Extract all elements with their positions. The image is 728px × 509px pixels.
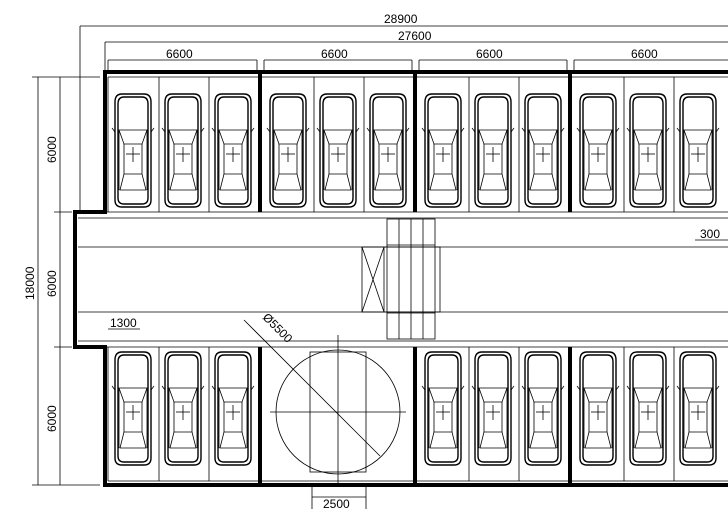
parking-space-bottom-1-1 <box>111 351 155 466</box>
dimension-total-width-label: 28900 <box>384 12 418 26</box>
parking-space-top-4-3 <box>673 77 720 212</box>
parking-space-bottom-4-3 <box>673 347 720 481</box>
parking-space-bottom-4-2 <box>623 347 670 481</box>
car-icon <box>211 93 255 208</box>
parking-spaces <box>111 77 720 481</box>
car-icon <box>471 93 515 208</box>
parking-space-top-1-2 <box>158 77 205 212</box>
bay-width-label-2: 6600 <box>321 47 348 61</box>
parking-space-bottom-1-2 <box>158 347 205 481</box>
parking-space-bottom-3-2 <box>468 347 515 481</box>
parking-space-bottom-1-3 <box>208 347 255 481</box>
row-height-dimensions: 6000 6000 6000 <box>45 77 72 485</box>
car-icon <box>676 93 720 208</box>
row-height-label-bottom: 6000 <box>45 405 59 432</box>
aisle-offset-label: 300 <box>700 227 720 241</box>
car-icon <box>421 351 465 466</box>
car-icon <box>111 351 155 466</box>
dimension-inner-width: 27600 <box>104 29 728 70</box>
parking-space-top-1-3 <box>208 77 255 212</box>
car-icon <box>161 351 205 466</box>
parking-space-top-2-2 <box>313 77 360 212</box>
side-offset-label: 1300 <box>110 316 137 330</box>
car-icon <box>421 93 465 208</box>
parking-space-top-4-1 <box>576 93 620 208</box>
car-icon <box>266 93 310 208</box>
parking-space-top-1-1 <box>111 93 155 208</box>
car-icon <box>111 93 155 208</box>
outer-walls <box>73 70 728 487</box>
parking-space-top-3-3 <box>518 77 565 212</box>
parking-space-top-2-1 <box>266 93 310 208</box>
dimension-total-height-label: 18000 <box>23 266 37 300</box>
parking-space-top-3-1 <box>421 93 465 208</box>
parking-space-bottom-3-3 <box>518 347 565 481</box>
parking-space-bottom-4-1 <box>576 351 620 466</box>
bay-width-label-4: 6600 <box>631 47 658 61</box>
turntable-diameter-label: Ø5500 <box>260 310 296 346</box>
car-icon <box>161 93 205 208</box>
bay-width-label-3: 6600 <box>476 47 503 61</box>
car-icon <box>471 351 515 466</box>
turntable: Ø5500 2500 <box>243 310 406 509</box>
parking-space-top-4-2 <box>623 77 670 212</box>
lift-platform <box>361 218 441 340</box>
car-icon <box>576 93 620 208</box>
car-icon <box>316 93 360 208</box>
dimension-total-width: 28900 <box>79 12 728 212</box>
car-icon <box>676 351 720 466</box>
parking-space-top-2-3 <box>363 77 410 212</box>
car-icon <box>211 351 255 466</box>
car-icon <box>626 351 670 466</box>
parking-space-bottom-3-1 <box>421 351 465 466</box>
car-icon <box>521 351 565 466</box>
car-icon <box>626 93 670 208</box>
car-icon <box>576 351 620 466</box>
parking-space-top-3-2 <box>468 77 515 212</box>
turntable-width-label: 2500 <box>323 497 350 509</box>
row-height-label-top: 6000 <box>45 136 59 163</box>
bay-width-dimensions: 6600 6600 6600 6600 <box>107 47 728 70</box>
driving-aisle: 300 1300 <box>78 211 728 348</box>
dimension-inner-width-label: 27600 <box>398 29 432 43</box>
bay-width-label-1: 6600 <box>166 47 193 61</box>
dimension-total-height: 18000 <box>23 76 100 486</box>
row-height-label-aisle: 6000 <box>45 270 59 297</box>
car-icon <box>366 93 410 208</box>
car-icon <box>521 93 565 208</box>
